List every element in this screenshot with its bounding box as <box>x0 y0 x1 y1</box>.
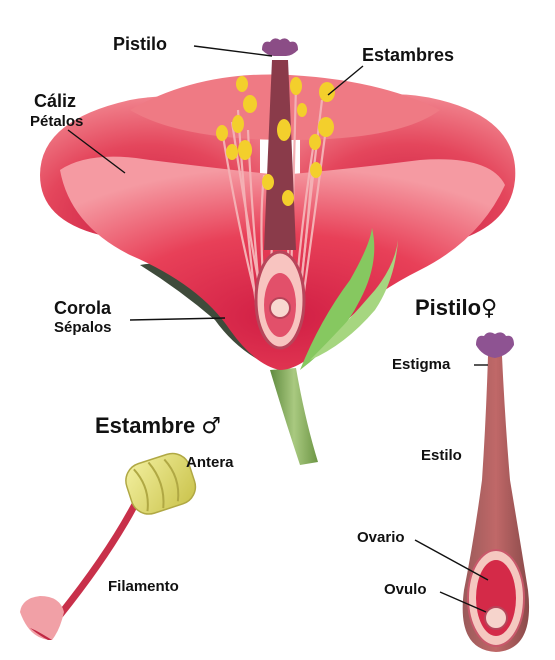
label-filamento: Filamento <box>108 579 179 594</box>
label-estilo: Estilo <box>421 448 462 463</box>
title-estambre-text: Estambre <box>95 413 195 438</box>
male-symbol-icon: ♂ <box>201 414 221 439</box>
label-caliz: Cáliz <box>34 92 76 110</box>
flower <box>40 38 515 465</box>
label-ovario: Ovario <box>357 530 405 545</box>
label-pistilo: Pistilo <box>113 35 167 53</box>
label-corola: Corola <box>54 299 111 317</box>
flower-stem <box>270 368 318 465</box>
label-estigma: Estigma <box>392 357 450 372</box>
label-petalos: Pétalos <box>30 114 83 129</box>
label-ovulo: Ovulo <box>384 582 427 597</box>
label-sepalos: Sépalos <box>54 320 112 335</box>
title-estambre: Estambre ♂ <box>95 415 221 438</box>
filament-tip <box>20 596 64 640</box>
label-estambres: Estambres <box>362 46 454 64</box>
label-antera: Antera <box>186 455 234 470</box>
title-pistilo: Pistilo♀ <box>415 297 497 320</box>
pistil-stigma-detail <box>476 332 514 358</box>
female-symbol-icon: ♀ <box>481 296 497 321</box>
flower-stigma <box>262 38 298 56</box>
stamen-detail <box>20 449 200 640</box>
flower-ovule <box>270 298 290 318</box>
pistil-ovule-detail <box>485 607 507 629</box>
title-pistilo-text: Pistilo <box>415 295 481 320</box>
pistil-detail <box>463 332 529 652</box>
